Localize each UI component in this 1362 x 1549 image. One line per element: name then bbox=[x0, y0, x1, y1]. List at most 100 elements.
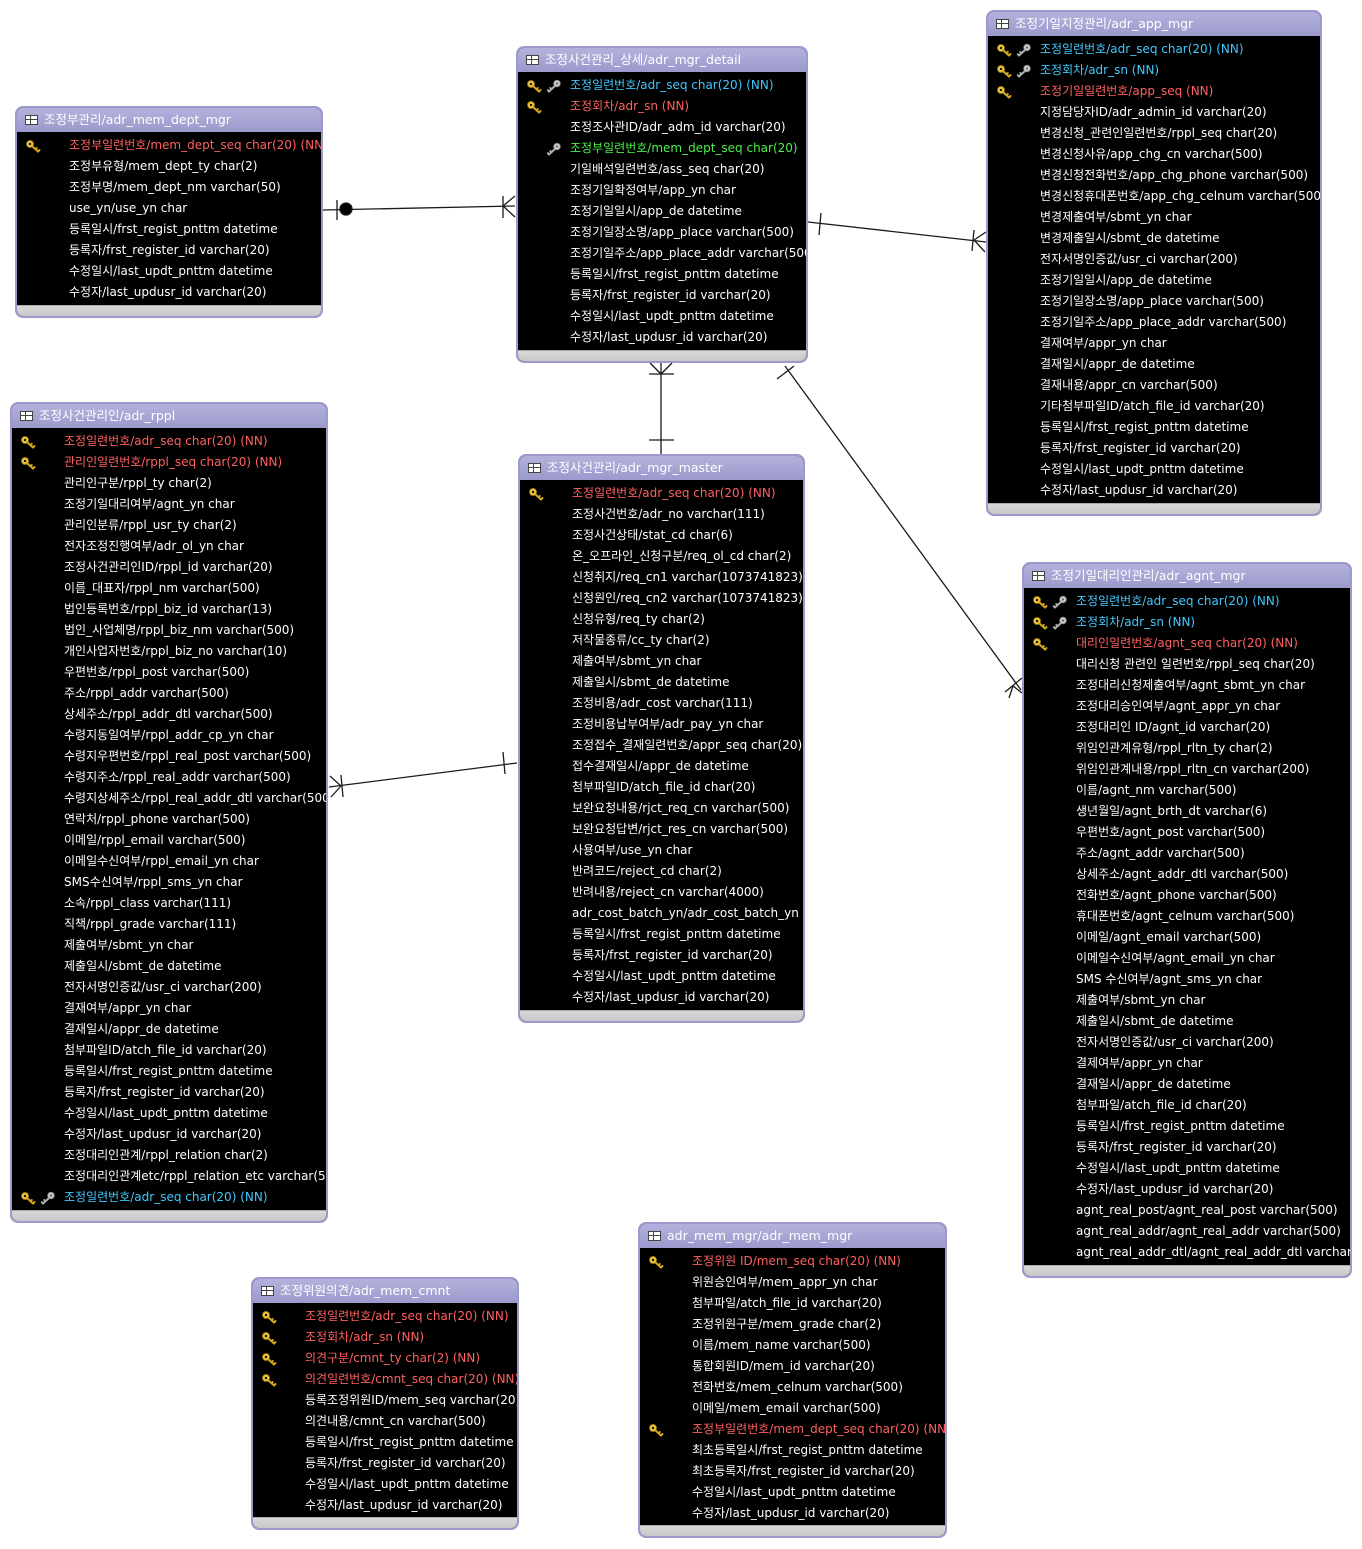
column-row[interactable]: 전자조정진행여부/adr_ol_yn char bbox=[12, 536, 326, 557]
column-row[interactable]: 위원승인여부/mem_appr_yn char bbox=[640, 1272, 945, 1293]
column-row[interactable]: agnt_real_addr_dtl/agnt_real_addr_dtl va… bbox=[1024, 1242, 1350, 1263]
column-row[interactable]: 신청취지/req_cn1 varchar(1073741823) bbox=[520, 567, 803, 588]
column-row[interactable]: 첨부파일ID/atch_file_id char(20) bbox=[520, 777, 803, 798]
column-row[interactable]: 수정자/last_updusr_id varchar(20) bbox=[17, 282, 321, 303]
column-row[interactable]: 제출일시/sbmt_de datetime bbox=[12, 956, 326, 977]
column-row[interactable]: 변경신청_관련인일련번호/rppl_seq char(20) bbox=[988, 123, 1320, 144]
column-row[interactable]: 수령지우편번호/rppl_real_post varchar(500) bbox=[12, 746, 326, 767]
column-row[interactable]: 조정대리신청제출여부/agnt_sbmt_yn char bbox=[1024, 675, 1350, 696]
column-row[interactable]: 조정회차/adr_sn (NN) bbox=[988, 60, 1320, 81]
column-row[interactable]: 조정대리승인여부/agnt_appr_yn char bbox=[1024, 696, 1350, 717]
column-row[interactable]: 법인등록번호/rppl_biz_id varchar(13) bbox=[12, 599, 326, 620]
column-row[interactable]: 수정일시/last_updt_pnttm datetime bbox=[12, 1103, 326, 1124]
column-row[interactable]: 등록조정위원ID/mem_seq varchar(20) bbox=[253, 1390, 517, 1411]
column-row[interactable]: 수령지주소/rppl_real_addr varchar(500) bbox=[12, 767, 326, 788]
column-row[interactable]: 대리인일련번호/agnt_seq char(20) (NN) bbox=[1024, 633, 1350, 654]
column-row[interactable]: 조정일련번호/adr_seq char(20) (NN) bbox=[12, 431, 326, 452]
column-row[interactable]: 조정기일주소/app_place_addr varchar(500) bbox=[988, 312, 1320, 333]
column-row[interactable]: 지정담당자ID/adr_admin_id varchar(20) bbox=[988, 102, 1320, 123]
column-row[interactable]: 조정회차/adr_sn (NN) bbox=[518, 96, 806, 117]
column-row[interactable]: 수정일시/last_updt_pnttm datetime bbox=[988, 459, 1320, 480]
column-row[interactable]: 수정일시/last_updt_pnttm datetime bbox=[518, 306, 806, 327]
column-row[interactable]: 조정비용/adr_cost varchar(111) bbox=[520, 693, 803, 714]
column-row[interactable]: 수정자/last_updusr_id varchar(20) bbox=[640, 1503, 945, 1524]
column-row[interactable]: 조정대리인관계etc/rppl_relation_etc varchar(50) bbox=[12, 1166, 326, 1187]
column-row[interactable]: 우편번호/rppl_post varchar(500) bbox=[12, 662, 326, 683]
column-row[interactable]: 의견일련번호/cmnt_seq char(20) (NN) bbox=[253, 1369, 517, 1390]
column-row[interactable]: 등록자/frst_register_id varchar(20) bbox=[17, 240, 321, 261]
column-row[interactable]: 조정일련번호/adr_seq char(20) (NN) bbox=[520, 483, 803, 504]
column-row[interactable]: 첨부파일/atch_file_id varchar(20) bbox=[640, 1293, 945, 1314]
column-row[interactable]: 접수결재일시/appr_de datetime bbox=[520, 756, 803, 777]
column-row[interactable]: 등록일시/frst_regist_pnttm datetime bbox=[988, 417, 1320, 438]
column-row[interactable]: 제출일시/sbmt_de datetime bbox=[520, 672, 803, 693]
entity-header[interactable]: 조정기일지정관리/adr_app_mgr bbox=[988, 12, 1320, 36]
column-row[interactable]: 조정기일확정여부/app_yn char bbox=[518, 180, 806, 201]
entity-header[interactable]: 조정부관리/adr_mem_dept_mgr bbox=[17, 108, 321, 132]
column-row[interactable]: 수령지상세주소/rppl_real_addr_dtl varchar(500) bbox=[12, 788, 326, 809]
column-row[interactable]: 법인_사업체명/rppl_biz_nm varchar(500) bbox=[12, 620, 326, 641]
column-row[interactable]: adr_cost_batch_yn/adr_cost_batch_yn char bbox=[520, 903, 803, 924]
column-row[interactable]: 기일배석일련번호/ass_seq char(20) bbox=[518, 159, 806, 180]
column-row[interactable]: 조정일련번호/adr_seq char(20) (NN) bbox=[12, 1187, 326, 1208]
column-row[interactable]: 사용여부/use_yn char bbox=[520, 840, 803, 861]
entity-header[interactable]: 조정기일대리인관리/adr_agnt_mgr bbox=[1024, 564, 1350, 588]
column-row[interactable]: 조정기일일련번호/app_seq (NN) bbox=[988, 81, 1320, 102]
column-row[interactable]: 조정일련번호/adr_seq char(20) (NN) bbox=[253, 1306, 517, 1327]
column-row[interactable]: 수정자/last_updusr_id varchar(20) bbox=[520, 987, 803, 1008]
column-row[interactable]: 결재내용/appr_cn varchar(500) bbox=[988, 375, 1320, 396]
column-row[interactable]: 등록일시/frst_regist_pnttm datetime bbox=[12, 1061, 326, 1082]
column-row[interactable]: 전자서명인증값/usr_ci varchar(200) bbox=[988, 249, 1320, 270]
column-row[interactable]: 상세주소/rppl_addr_dtl varchar(500) bbox=[12, 704, 326, 725]
column-row[interactable]: 조정조사관ID/adr_adm_id varchar(20) bbox=[518, 117, 806, 138]
column-row[interactable]: 조정기일일시/app_de datetime bbox=[518, 201, 806, 222]
column-row[interactable]: 결제여부/appr_yn char bbox=[1024, 1053, 1350, 1074]
column-row[interactable]: 조정기일대리여부/agnt_yn char bbox=[12, 494, 326, 515]
column-row[interactable]: 변경신청휴대폰번호/app_chg_celnum varchar(500) bbox=[988, 186, 1320, 207]
column-row[interactable]: 수정자/last_updusr_id varchar(20) bbox=[518, 327, 806, 348]
column-row[interactable]: 조정부일련번호/mem_dept_seq char(20) (NN) bbox=[640, 1419, 945, 1440]
column-row[interactable]: 주소/agnt_addr varchar(500) bbox=[1024, 843, 1350, 864]
column-row[interactable]: 조정사건번호/adr_no varchar(111) bbox=[520, 504, 803, 525]
column-row[interactable]: 수정일시/last_updt_pnttm datetime bbox=[1024, 1158, 1350, 1179]
column-row[interactable]: 결재여부/appr_yn char bbox=[988, 333, 1320, 354]
column-row[interactable]: 위임인관계내용/rppl_rltn_cn varchar(200) bbox=[1024, 759, 1350, 780]
column-row[interactable]: 조정일련번호/adr_seq char(20) (NN) bbox=[518, 75, 806, 96]
column-row[interactable]: 조정기일주소/app_place_addr varchar(500) bbox=[518, 243, 806, 264]
column-row[interactable]: 수정자/last_updusr_id varchar(20) bbox=[988, 480, 1320, 501]
column-row[interactable]: 이메일/mem_email varchar(500) bbox=[640, 1398, 945, 1419]
column-row[interactable]: 조정부명/mem_dept_nm varchar(50) bbox=[17, 177, 321, 198]
column-row[interactable]: 등록일시/frst_regist_pnttm datetime bbox=[17, 219, 321, 240]
column-row[interactable]: 수정일시/last_updt_pnttm datetime bbox=[17, 261, 321, 282]
column-row[interactable]: 변경제출일시/sbmt_de datetime bbox=[988, 228, 1320, 249]
column-row[interactable]: 주소/rppl_addr varchar(500) bbox=[12, 683, 326, 704]
column-row[interactable]: 통합회원ID/mem_id varchar(20) bbox=[640, 1356, 945, 1377]
column-row[interactable]: 수정자/last_updusr_id varchar(20) bbox=[253, 1495, 517, 1516]
column-row[interactable]: 조정대리인관계/rppl_relation char(2) bbox=[12, 1145, 326, 1166]
column-row[interactable]: 조정사건관리인ID/rppl_id varchar(20) bbox=[12, 557, 326, 578]
column-row[interactable]: 결재일시/appr_de datetime bbox=[988, 354, 1320, 375]
column-row[interactable]: 조정부일련번호/mem_dept_seq char(20) (NN) bbox=[17, 135, 321, 156]
column-row[interactable]: 소속/rppl_class varchar(111) bbox=[12, 893, 326, 914]
column-row[interactable]: 수정일시/last_updt_pnttm datetime bbox=[640, 1482, 945, 1503]
column-row[interactable]: 관리인일련번호/rppl_seq char(20) (NN) bbox=[12, 452, 326, 473]
column-row[interactable]: SMS수신여부/rppl_sms_yn char bbox=[12, 872, 326, 893]
column-row[interactable]: 온_오프라인_신청구분/req_ol_cd char(2) bbox=[520, 546, 803, 567]
column-row[interactable]: 저작물종류/cc_ty char(2) bbox=[520, 630, 803, 651]
column-row[interactable]: 의견구분/cmnt_ty char(2) (NN) bbox=[253, 1348, 517, 1369]
column-row[interactable]: 조정일련번호/adr_seq char(20) (NN) bbox=[988, 39, 1320, 60]
column-row[interactable]: 조정기일일시/app_de datetime bbox=[988, 270, 1320, 291]
column-row[interactable]: 조정기일장소명/app_place varchar(500) bbox=[988, 291, 1320, 312]
column-row[interactable]: 위임인관계유형/rppl_rltn_ty char(2) bbox=[1024, 738, 1350, 759]
entity-adr-mem-dept-mgr[interactable]: 조정부관리/adr_mem_dept_mgr 조정부일련번호/mem_dept_s… bbox=[15, 106, 323, 318]
column-row[interactable]: 최초등록일시/frst_regist_pnttm datetime bbox=[640, 1440, 945, 1461]
column-row[interactable]: 수정자/last_updusr_id varchar(20) bbox=[12, 1124, 326, 1145]
column-row[interactable]: 변경신청전화번호/app_chg_phone varchar(500) bbox=[988, 165, 1320, 186]
column-row[interactable]: 결재일시/appr_de datetime bbox=[12, 1019, 326, 1040]
column-row[interactable]: 제출여부/sbmt_yn char bbox=[520, 651, 803, 672]
column-row[interactable]: 신청원인/req_cn2 varchar(1073741823) bbox=[520, 588, 803, 609]
